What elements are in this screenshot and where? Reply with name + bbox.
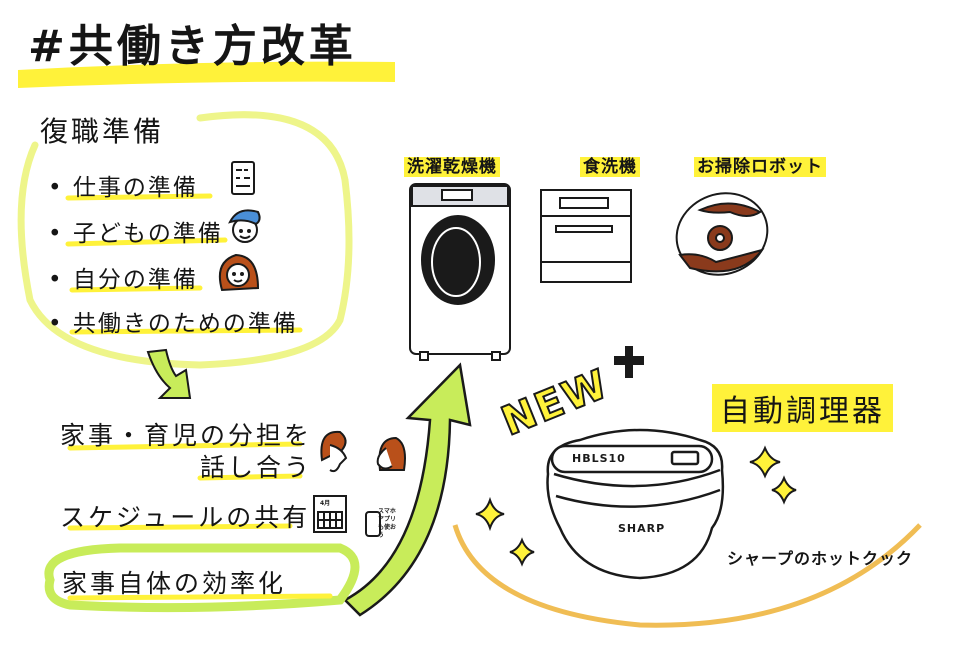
section-outline xyxy=(17,111,353,369)
appliance-label: 洗濯乾燥機 xyxy=(404,157,500,177)
woman-face-icon xyxy=(218,253,260,292)
brand-label: SHARP xyxy=(618,522,666,535)
list-item: • 子どもの準備 xyxy=(48,221,223,247)
step-efficiency: 家事自体の効率化 xyxy=(62,569,287,598)
plus-icon xyxy=(614,346,644,378)
title-highlight xyxy=(18,61,395,88)
calendar-icon xyxy=(313,495,347,533)
featured-caption: シャープのホットクック xyxy=(727,549,914,568)
section-heading: 復職準備 xyxy=(40,115,165,148)
appliance-label: お掃除ロボット xyxy=(694,157,826,177)
up-arrow-icon xyxy=(342,362,472,617)
robot-vacuum-icon xyxy=(675,192,769,276)
final-step-outline xyxy=(44,543,360,613)
appliance-label: 食洗機 xyxy=(580,157,640,177)
hotcook-icon xyxy=(546,428,725,580)
document-icon xyxy=(231,161,255,195)
model-label: HBLS10 xyxy=(572,452,626,465)
couple-talking-icon xyxy=(320,430,406,473)
down-arrow-icon xyxy=(146,348,192,399)
text-underlines xyxy=(65,193,333,601)
list-item: • 共働きのための準備 xyxy=(48,311,298,337)
smartphone-icon xyxy=(365,511,381,537)
child-with-cap-icon xyxy=(228,209,261,243)
step-discuss: 家事・育児の分担を xyxy=(60,421,313,450)
orange-arc xyxy=(452,523,922,628)
sparkle-icons xyxy=(475,445,797,567)
smartphone-note: スマホアプリも使おう xyxy=(378,508,397,539)
step-schedule: スケジュールの共有 xyxy=(60,503,311,532)
step-discuss-line2: 話し合う xyxy=(200,453,313,482)
featured-label: 自動調理器 xyxy=(712,384,893,432)
dishwasher-icon xyxy=(540,189,632,283)
calendar-month: 4月 xyxy=(320,500,331,507)
list-item: • 自分の準備 xyxy=(48,267,198,293)
list-item: • 仕事の準備 xyxy=(48,175,198,201)
page-title: #共働き方改革 xyxy=(28,21,357,72)
washer-dryer-icon xyxy=(409,183,511,361)
